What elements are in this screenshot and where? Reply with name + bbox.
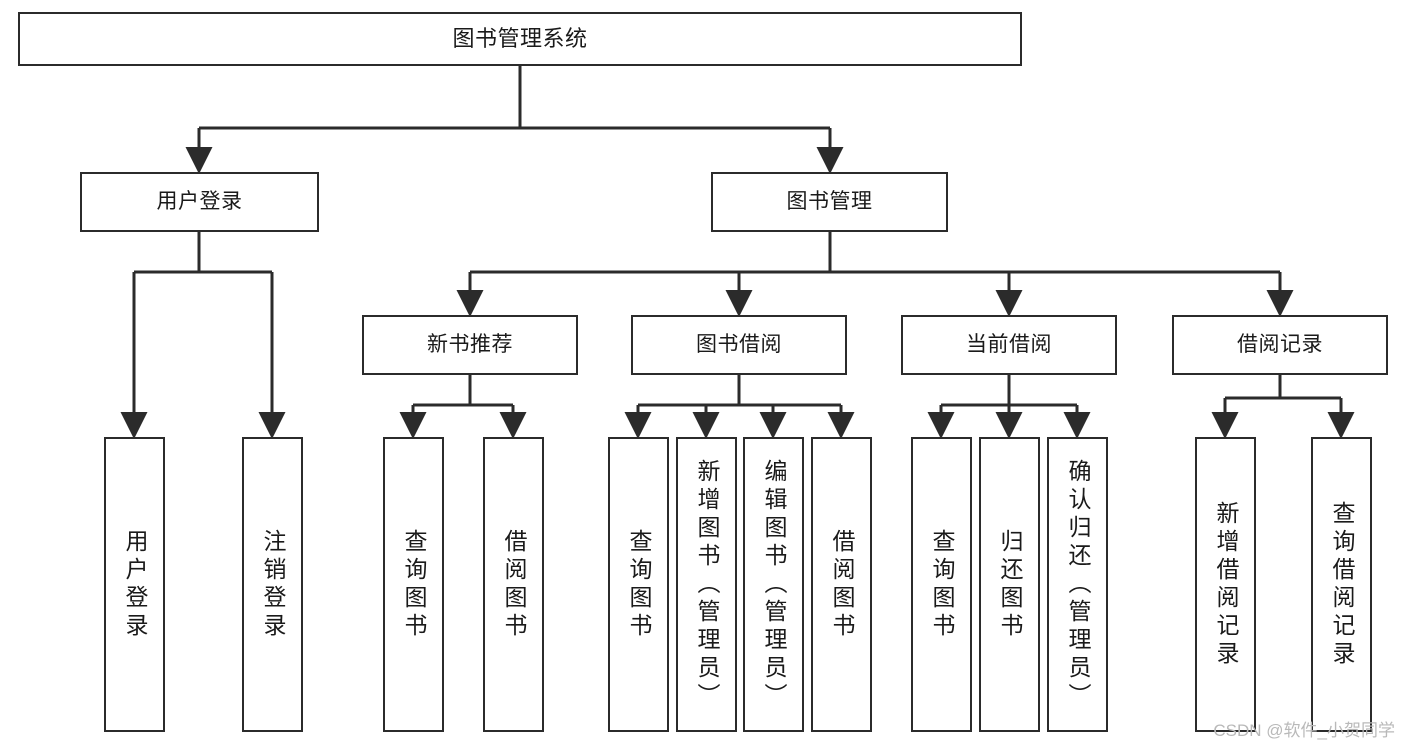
leaf-records-add-record[interactable]: 新增借阅记录: [1195, 437, 1256, 732]
node-label: 当前借阅: [966, 332, 1052, 356]
leaf-current-return-book[interactable]: 归还图书: [979, 437, 1040, 732]
node-label: 新增图书（管理员）: [694, 458, 720, 711]
node-label: 注销登录: [260, 528, 286, 641]
node-new-book-recommendation[interactable]: 新书推荐: [362, 315, 578, 375]
leaf-borrow-add-book-admin[interactable]: 新增图书（管理员）: [676, 437, 737, 732]
node-label: 查询图书: [401, 528, 427, 641]
leaf-borrow-edit-book-admin[interactable]: 编辑图书（管理员）: [743, 437, 804, 732]
node-book-management[interactable]: 图书管理: [711, 172, 948, 232]
node-label: 新书推荐: [427, 332, 513, 356]
node-label: 图书借阅: [696, 332, 782, 356]
node-label: 用户登录: [122, 528, 148, 641]
node-label: 图书管理: [786, 189, 873, 213]
node-book-borrowing[interactable]: 图书借阅: [631, 315, 847, 375]
node-label: 图书管理系统: [452, 26, 588, 52]
node-label: 编辑图书（管理员）: [761, 458, 787, 711]
node-label: 查询图书: [929, 528, 955, 641]
leaf-current-query-book[interactable]: 查询图书: [911, 437, 972, 732]
node-label: 借阅图书: [501, 528, 527, 641]
node-current-borrowing[interactable]: 当前借阅: [901, 315, 1117, 375]
node-user-login[interactable]: 用户登录: [80, 172, 319, 232]
node-label: 借阅图书: [829, 528, 855, 641]
node-label: 确认归还（管理员）: [1065, 458, 1091, 711]
leaf-records-query-record[interactable]: 查询借阅记录: [1311, 437, 1372, 732]
leaf-user-login-logout[interactable]: 注销登录: [242, 437, 303, 732]
leaf-borrow-borrow-book[interactable]: 借阅图书: [811, 437, 872, 732]
node-label: 新增借阅记录: [1213, 500, 1239, 669]
node-label: 归还图书: [997, 528, 1023, 641]
leaf-borrow-query-book[interactable]: 查询图书: [608, 437, 669, 732]
leaf-new-book-query-book[interactable]: 查询图书: [383, 437, 444, 732]
node-label: 查询图书: [626, 528, 652, 641]
leaf-new-book-borrow-book[interactable]: 借阅图书: [483, 437, 544, 732]
leaf-user-login-login[interactable]: 用户登录: [104, 437, 165, 732]
leaf-current-confirm-return-admin[interactable]: 确认归还（管理员）: [1047, 437, 1108, 732]
node-label: 查询借阅记录: [1329, 500, 1355, 669]
node-label: 借阅记录: [1237, 332, 1323, 356]
node-borrowing-records[interactable]: 借阅记录: [1172, 315, 1388, 375]
node-root-book-management-system[interactable]: 图书管理系统: [18, 12, 1022, 66]
node-label: 用户登录: [156, 189, 243, 213]
